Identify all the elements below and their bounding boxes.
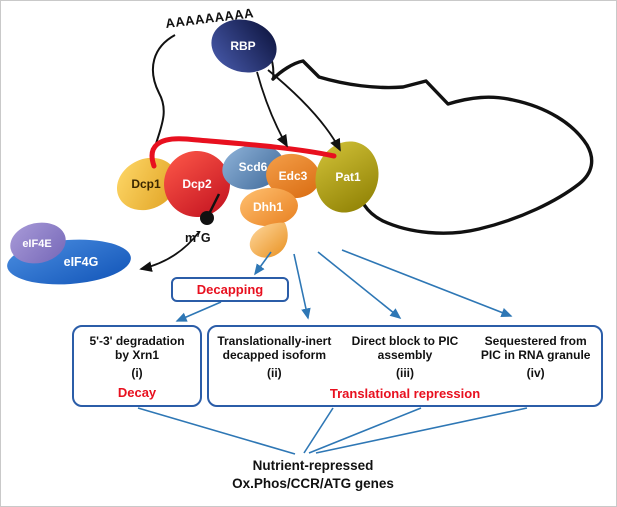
eif4e-label: eIF4E xyxy=(22,238,51,250)
footer-line2: Ox.Phos/CCR/ATG genes xyxy=(232,475,394,491)
scd6-label: Scd6 xyxy=(239,160,268,174)
repression-iv-line2: PIC in RNA granule xyxy=(480,348,591,363)
converge-line-iv xyxy=(315,407,528,454)
repression-columns: Translationally-inert decapped isoform (… xyxy=(209,334,601,380)
m7g-cap-dot xyxy=(200,211,214,225)
repression-iv-numeral: (iv) xyxy=(526,366,545,381)
dcp1-label: Dcp1 xyxy=(131,177,161,191)
eif4g-label: eIF4G xyxy=(64,255,99,269)
eif4e-blob xyxy=(10,222,66,264)
edc3-label: Edc3 xyxy=(279,169,308,183)
decay-line1: 5'-3' degradation xyxy=(89,334,185,348)
decay-numeral: (i) xyxy=(131,366,143,381)
footer-target-genes: Nutrient-repressed Ox.Phos/CCR/ATG genes xyxy=(198,457,428,492)
dhh1-label: Dhh1 xyxy=(253,200,283,214)
arrow-decapping-to-decay xyxy=(175,301,222,322)
decapping-box: Decapping xyxy=(171,277,289,302)
repression-ii-line2: decapped isoform xyxy=(222,348,327,363)
repression-item-ii: Translationally-inert decapped isoform (… xyxy=(209,334,340,380)
m7g-cap-stem xyxy=(208,193,221,213)
converge-line-iii xyxy=(308,407,422,454)
repression-ii-numeral: (ii) xyxy=(267,366,282,381)
repression-iii-line2: assembly xyxy=(377,348,433,363)
dhh1-teardrop xyxy=(249,222,288,258)
pat1-label: Pat1 xyxy=(335,170,361,184)
repression-ii-line1: Translationally-inert xyxy=(217,334,332,348)
arrow-to-outcome-iv xyxy=(341,249,513,317)
converge-line-decay xyxy=(137,407,296,455)
repression-iii-line1: Direct block to PIC xyxy=(351,334,459,348)
repression-box: Translationally-inert decapped isoform (… xyxy=(207,325,603,407)
rbp-to-scd6-arrow xyxy=(256,71,288,148)
rbp-blob xyxy=(211,19,277,73)
converge-line-ii xyxy=(303,407,334,454)
edc3-blob xyxy=(266,153,320,199)
decapping-label: Decapping xyxy=(196,282,264,297)
arrow-to-outcome-ii xyxy=(293,253,311,320)
decay-box: 5'-3' degradation by Xrn1 (i) Decay xyxy=(72,325,202,407)
decay-title: Decay xyxy=(117,385,157,401)
rbp-to-pat1-arrow xyxy=(267,69,341,152)
dcp2-blob xyxy=(164,151,230,217)
repression-item-iii: Direct block to PIC assembly (iii) xyxy=(340,334,471,380)
mrna-5prime-strand xyxy=(151,34,176,148)
repression-item-iv: Sequestered from PIC in RNA granule (iv) xyxy=(470,334,601,380)
arrow-to-decapping xyxy=(254,251,272,276)
mrna-loop xyxy=(271,59,594,235)
rbp-label: RBP xyxy=(230,39,255,53)
cap-to-eif4g-arrow xyxy=(139,231,200,272)
repression-iii-numeral: (iii) xyxy=(396,366,414,381)
cap-proximal-red-segment xyxy=(149,136,337,169)
m7g-label: m7G xyxy=(185,229,211,245)
dhh1-blob xyxy=(240,187,298,227)
dcp2-label: Dcp2 xyxy=(182,177,212,191)
repression-iv-line1: Sequestered from xyxy=(484,334,587,348)
dcp1-blob xyxy=(116,157,178,211)
repression-title: Translational repression xyxy=(329,386,481,401)
arrow-to-outcome-iii xyxy=(317,251,402,320)
pat1-blob xyxy=(315,141,379,213)
decay-line2: by Xrn1 xyxy=(114,348,159,363)
footer-line1: Nutrient-repressed xyxy=(252,458,374,473)
